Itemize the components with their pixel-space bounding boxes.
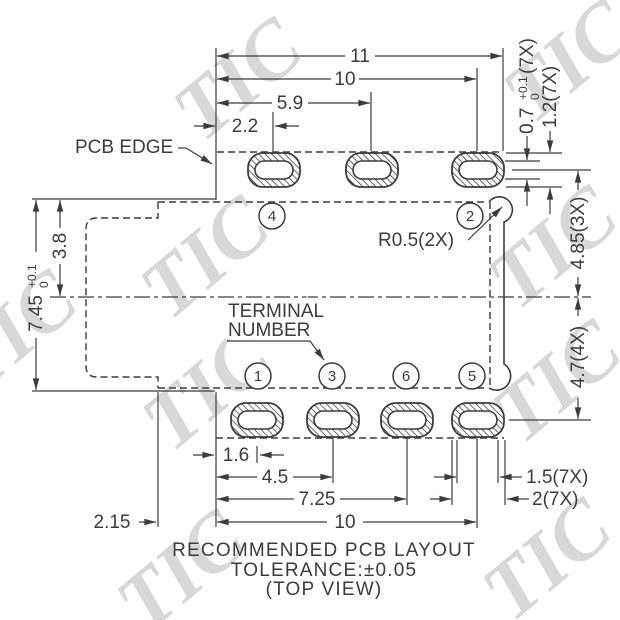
dim-count: (7X) bbox=[517, 38, 538, 74]
dim-tolerance-minus: 0 bbox=[528, 93, 542, 100]
terminal-number: 2 bbox=[466, 208, 474, 225]
dimension-10-bottom: 10 bbox=[216, 512, 477, 533]
drawing-view: (TOP VIEW) bbox=[266, 579, 383, 600]
dim-label: 2.2 bbox=[232, 116, 258, 137]
dim-label: 2.15 bbox=[94, 512, 131, 533]
pad bbox=[451, 402, 505, 438]
watermark-text: TIC bbox=[471, 167, 620, 325]
pad-row-top bbox=[247, 152, 505, 188]
terminal-1: 1 bbox=[244, 362, 272, 390]
pcb-cutout-edge bbox=[488, 196, 514, 391]
dim-label: 7.25 bbox=[299, 489, 336, 510]
dimension-10-top: 10 bbox=[216, 69, 477, 90]
dimension-7-45: 7.45 +0.1 0 bbox=[25, 199, 51, 391]
dim-label: 3.8 bbox=[50, 233, 71, 259]
dimension-0-7: 0.7 +0.1 0 (7X) bbox=[516, 38, 542, 206]
dim-label: 1.6 bbox=[223, 445, 249, 466]
terminal-2: 2 bbox=[456, 202, 484, 230]
dim-label: 10 bbox=[334, 512, 355, 533]
pad-row-bottom bbox=[230, 402, 505, 438]
dim-label: 1.2(7X) bbox=[540, 66, 561, 128]
dim-label: 4.5 bbox=[262, 467, 288, 488]
pad bbox=[230, 402, 284, 438]
dimension-4-85: 4.85(3X) bbox=[568, 170, 589, 297]
dim-label: 10 bbox=[334, 69, 355, 90]
dimension-2: 2(7X) bbox=[430, 489, 578, 510]
pad bbox=[306, 402, 360, 438]
terminal-number: 1 bbox=[254, 368, 262, 385]
terminal-4: 4 bbox=[258, 202, 286, 230]
radius-note-text: R0.5(2X) bbox=[378, 230, 454, 251]
dim-label: 0.7 bbox=[517, 108, 538, 134]
dim-label: 2(7X) bbox=[532, 489, 578, 510]
terminal-number: 6 bbox=[402, 368, 410, 385]
dimension-7-25: 7.25 bbox=[216, 489, 407, 510]
terminal-number: 3 bbox=[328, 368, 336, 385]
dim-tolerance-plus: +0.1 bbox=[516, 76, 530, 100]
terminal-3: 3 bbox=[318, 362, 346, 390]
dimension-4-7: 4.7(4X) bbox=[568, 297, 589, 420]
drawing-tolerance: TOLERANCE:±0.05 bbox=[231, 560, 417, 581]
dimension-3-8: 3.8 bbox=[50, 199, 71, 297]
terminal-number-label: TERMINAL NUMBER bbox=[225, 298, 327, 361]
terminal-number: 5 bbox=[468, 368, 476, 385]
dimension-1-2: 1.2(7X) bbox=[540, 66, 561, 214]
component-outline bbox=[85, 201, 491, 389]
dim-tolerance-minus: 0 bbox=[37, 281, 51, 288]
dimension-5-9: 5.9 bbox=[216, 93, 371, 114]
pad bbox=[451, 152, 505, 188]
dim-tolerance-plus: +0.1 bbox=[25, 264, 39, 288]
pcb-edge-label: PCB EDGE bbox=[72, 134, 213, 165]
dimension-2-15: 2.15 bbox=[94, 512, 157, 533]
pad-strip-edges bbox=[216, 151, 504, 439]
dim-label: 4.7(4X) bbox=[568, 326, 589, 388]
watermark-text: TIC bbox=[0, 251, 95, 409]
radius-note-label: R0.5(2X) bbox=[375, 206, 503, 254]
extension-lines bbox=[32, 48, 591, 528]
terminal-5: 5 bbox=[458, 362, 486, 390]
title-block: RECOMMENDED PCB LAYOUT TOLERANCE:±0.05 (… bbox=[172, 540, 476, 600]
dimension-1-6: 1.6 bbox=[193, 445, 284, 466]
dim-label: 7.45 bbox=[26, 295, 47, 332]
dimension-11: 11 bbox=[216, 46, 503, 67]
drawing-title: RECOMMENDED PCB LAYOUT bbox=[172, 540, 476, 561]
dimension-2-2: 2.2 bbox=[194, 116, 299, 137]
dimension-4-5: 4.5 bbox=[216, 467, 333, 488]
terminal-number-text-2: NUMBER bbox=[228, 320, 310, 341]
dim-label: 11 bbox=[350, 46, 370, 67]
terminal-number: 4 bbox=[268, 208, 276, 225]
terminal-6: 6 bbox=[392, 362, 420, 390]
pad bbox=[247, 152, 301, 188]
pad bbox=[380, 402, 434, 438]
dim-label: 1.5(7X) bbox=[526, 467, 588, 488]
dimension-1-5: 1.5(7X) bbox=[434, 467, 588, 488]
dim-label: 4.85(3X) bbox=[568, 197, 589, 270]
terminal-number-text-1: TERMINAL bbox=[228, 301, 324, 322]
dim-label: 5.9 bbox=[277, 93, 303, 114]
pad bbox=[345, 152, 399, 188]
pcb-edge-text: PCB EDGE bbox=[75, 137, 173, 158]
